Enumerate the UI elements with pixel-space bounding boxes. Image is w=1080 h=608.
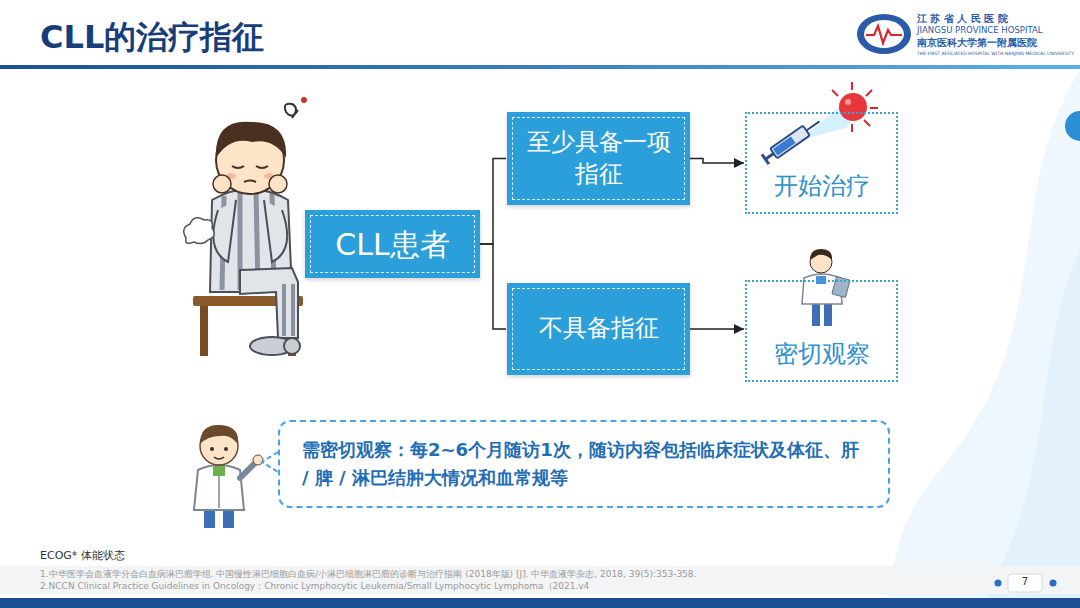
box-text: 不具备指征 — [539, 313, 659, 344]
box-text: 密切观察 — [774, 339, 870, 370]
hospital-name-en: JIANGSU PROVINCE HOSPITAL — [917, 25, 1043, 35]
callout-bubble: 需密切观察：每2~6个月随访1次，随访内容包括临床症状及体征、肝 / 脾 / 淋… — [278, 420, 890, 508]
university-name-cn: 南京医科大学第一附属医院 — [917, 37, 1037, 50]
patient-box: CLL患者 — [305, 210, 480, 278]
observation-icon — [802, 249, 850, 326]
university-name-en: THE FIRST AFFILIATED HOSPITAL WITH NANJI… — [917, 51, 1074, 56]
outcome-box: 密切观察 — [745, 280, 898, 382]
connector-line — [480, 159, 506, 245]
doctor-illustration — [194, 425, 263, 528]
connector-line — [480, 244, 506, 329]
outcome-box: 开始治疗 — [745, 112, 898, 214]
box-text: CLL患者 — [335, 225, 449, 264]
page-box — [1008, 574, 1042, 592]
condition-box: 不具备指征 — [507, 283, 690, 375]
patient-illustration — [184, 97, 307, 356]
box-text: 至少具备一项指征 — [519, 127, 678, 189]
hospital-logo — [857, 14, 911, 54]
hospital-name-cn: 江 苏 省 人 民 医 院 — [917, 12, 1008, 26]
reference: 2.NCCN Clinical Practice Guidelines in O… — [40, 580, 589, 593]
condition-box: 至少具备一项指征 — [507, 112, 690, 205]
bubble-tail — [262, 452, 278, 472]
connector-line — [690, 328, 744, 330]
box-text: 开始治疗 — [774, 171, 870, 202]
footer-band — [0, 566, 1080, 594]
footer-dot — [995, 580, 1002, 587]
background-wave — [980, 250, 1080, 608]
page-number: 7 — [1008, 576, 1042, 587]
background-wave — [880, 70, 1080, 608]
connector-line — [690, 159, 744, 164]
callout-text: 需密切观察：每2~6个月随访1次，随访内容包括临床症状及体征、肝 / 脾 / 淋… — [302, 436, 866, 492]
slide-title: CLL的治疗指征 — [40, 16, 264, 60]
footer-bar — [0, 598, 1080, 608]
footnote: ECOG* 体能状态 — [40, 548, 125, 563]
header-rule — [0, 65, 1080, 69]
edge-dot — [1065, 111, 1080, 141]
reference: 1.中华医学会血液学分会白血病淋巴瘤学组. 中国慢性淋巴细胞白血病/小淋巴细胞淋… — [40, 568, 696, 581]
treatment-icon — [762, 82, 878, 164]
footer-dot — [1050, 580, 1057, 587]
